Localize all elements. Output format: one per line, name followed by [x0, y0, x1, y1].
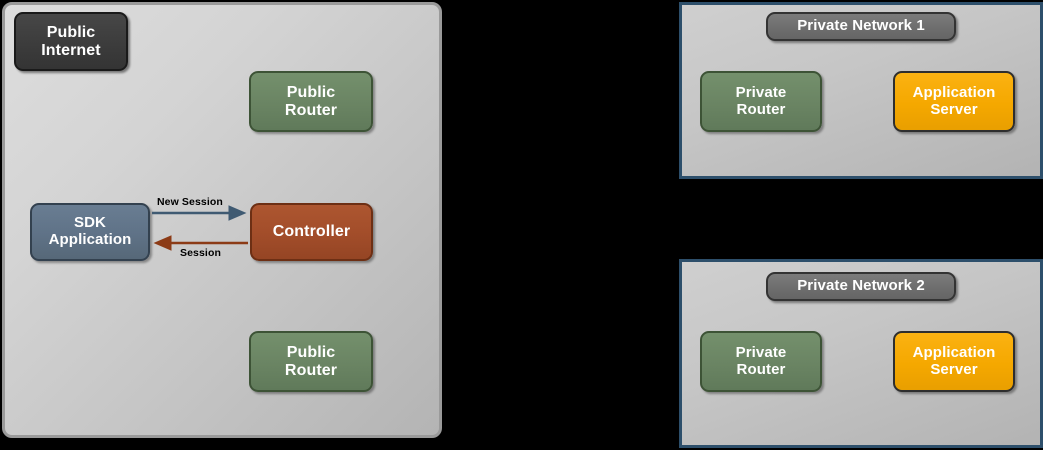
node-public-internet[interactable]: Public Internet: [14, 12, 128, 71]
node-application-server-2-label: Application Server: [912, 343, 996, 378]
node-public-router-top[interactable]: Public Router: [249, 71, 373, 132]
edge-label-new-session: New Session: [157, 196, 223, 208]
node-application-server-1-label: Application Server: [912, 83, 996, 118]
node-public-router-bottom[interactable]: Public Router: [249, 331, 373, 392]
node-public-router-top-label: Public Router: [284, 83, 338, 119]
node-controller[interactable]: Controller: [250, 203, 373, 261]
node-sdk-application-label: SDK Application: [48, 214, 132, 248]
node-application-server-2[interactable]: Application Server: [893, 331, 1015, 392]
private-network-1-title: Private Network 1: [766, 12, 956, 41]
private-network-1-title-label: Private Network 1: [797, 17, 925, 35]
node-private-router-2[interactable]: Private Router: [700, 331, 822, 392]
private-network-2-title-label: Private Network 2: [797, 277, 925, 295]
node-public-internet-label: Public Internet: [41, 23, 101, 59]
node-private-router-1[interactable]: Private Router: [700, 71, 822, 132]
node-public-router-bottom-label: Public Router: [284, 343, 338, 379]
node-private-router-1-label: Private Router: [735, 83, 787, 118]
private-network-2-title: Private Network 2: [766, 272, 956, 301]
node-application-server-1[interactable]: Application Server: [893, 71, 1015, 132]
edge-label-session: Session: [180, 247, 221, 259]
node-sdk-application[interactable]: SDK Application: [30, 203, 150, 261]
node-private-router-2-label: Private Router: [735, 343, 787, 378]
node-controller-label: Controller: [272, 223, 351, 241]
